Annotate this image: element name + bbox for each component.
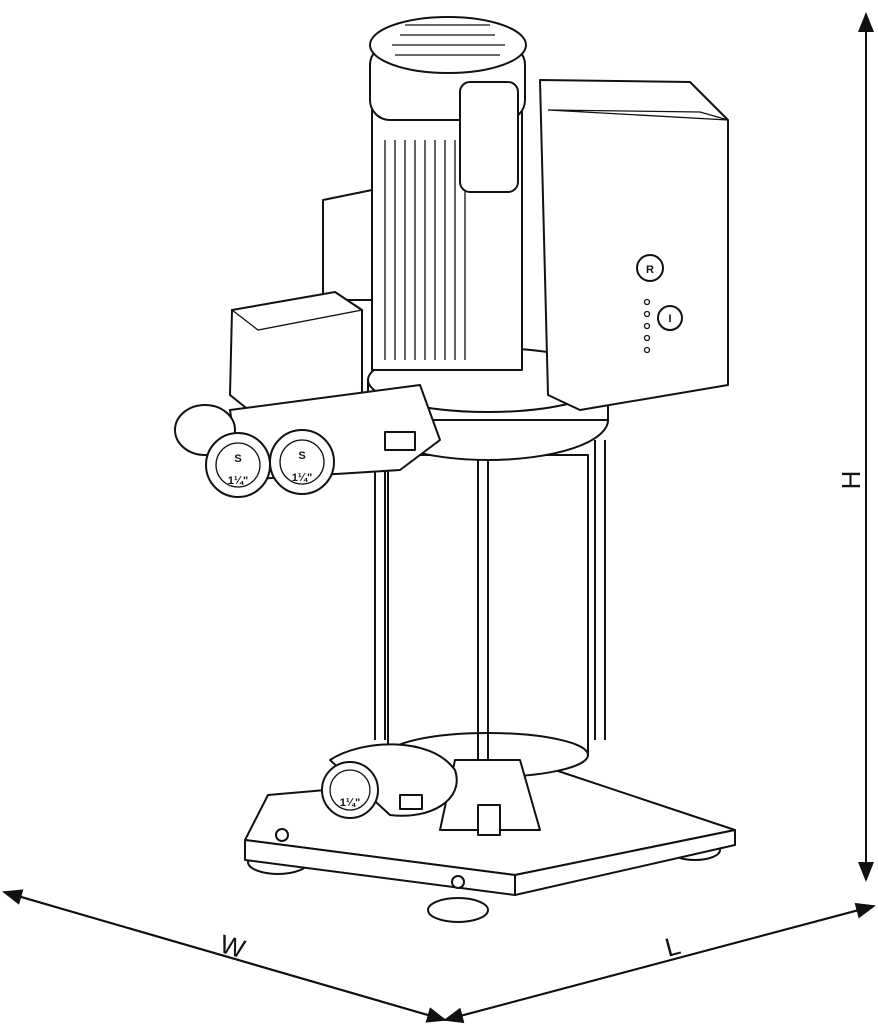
suction-size-label: 1¼" [340, 797, 361, 809]
pressure-switch [229, 291, 364, 416]
height-label: H [836, 471, 866, 490]
length-dimension: L [443, 902, 876, 1024]
width-label: W [217, 929, 249, 965]
discharge-fittings: S 1¼" S 1¼" [174, 384, 441, 498]
reset-button-label: R [646, 264, 654, 276]
fitting-left-logo: S [234, 453, 241, 465]
length-label: L [662, 930, 684, 963]
motor [322, 16, 527, 371]
fitting-right-size: 1¼" [292, 472, 313, 484]
fitting-right: S 1¼" [269, 429, 335, 495]
power-button[interactable] [657, 305, 683, 331]
control-box: R I [539, 79, 729, 411]
height-dimension: H [836, 12, 874, 882]
fitting-left-size: 1¼" [228, 475, 249, 487]
fan-cover-grille [392, 24, 505, 56]
width-dimension: W [2, 889, 447, 1023]
suction-fitting: 1¼" [321, 743, 458, 819]
power-symbol: I [668, 313, 671, 325]
pump-column [374, 400, 606, 836]
status-leds [643, 298, 651, 354]
fitting-left: S 1¼" [205, 432, 271, 498]
fitting-right-logo: S [298, 450, 305, 462]
reset-button[interactable] [636, 254, 664, 282]
